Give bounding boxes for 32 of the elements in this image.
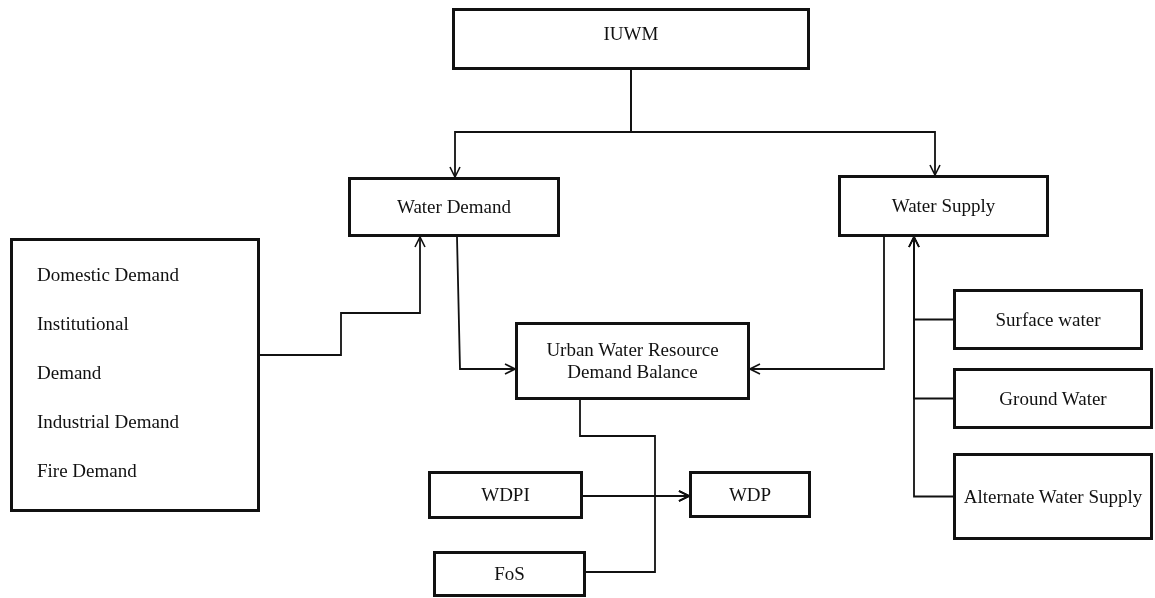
arrow (908, 236, 954, 498)
box-label: Surface water (995, 308, 1101, 331)
demand-list-box (10, 238, 260, 512)
box-label: Ground Water (999, 387, 1107, 410)
box-label: FoS (494, 563, 525, 585)
arrow (749, 236, 885, 375)
process-box (838, 175, 1049, 237)
process-box (515, 322, 750, 400)
process-box (452, 8, 810, 70)
arrow (585, 490, 690, 573)
arrow (630, 69, 941, 176)
process-box (689, 471, 811, 518)
arrow (456, 236, 516, 375)
process-box (428, 471, 583, 519)
process-box (348, 177, 560, 237)
process-box (433, 551, 586, 597)
box-label: WDPI (481, 484, 530, 506)
box-label: Alternate Water Supply (963, 485, 1143, 508)
process-box (953, 368, 1153, 429)
process-box (953, 453, 1153, 540)
box-label: Demand (37, 362, 102, 384)
box-label: Industrial Demand (37, 410, 179, 433)
box-label: WDP (728, 483, 772, 506)
box-label: Fire Demand (37, 459, 137, 482)
arrow (259, 236, 426, 356)
box-label: Institutional (37, 313, 129, 336)
box-label: IUWM (603, 23, 659, 45)
box-label: Urban Water Resource Demand Balance (545, 339, 720, 383)
box-label: Water Supply (891, 195, 996, 217)
box-label: Water Demand (397, 196, 511, 218)
box-label: Domestic Demand (37, 264, 179, 287)
process-box (953, 289, 1143, 350)
